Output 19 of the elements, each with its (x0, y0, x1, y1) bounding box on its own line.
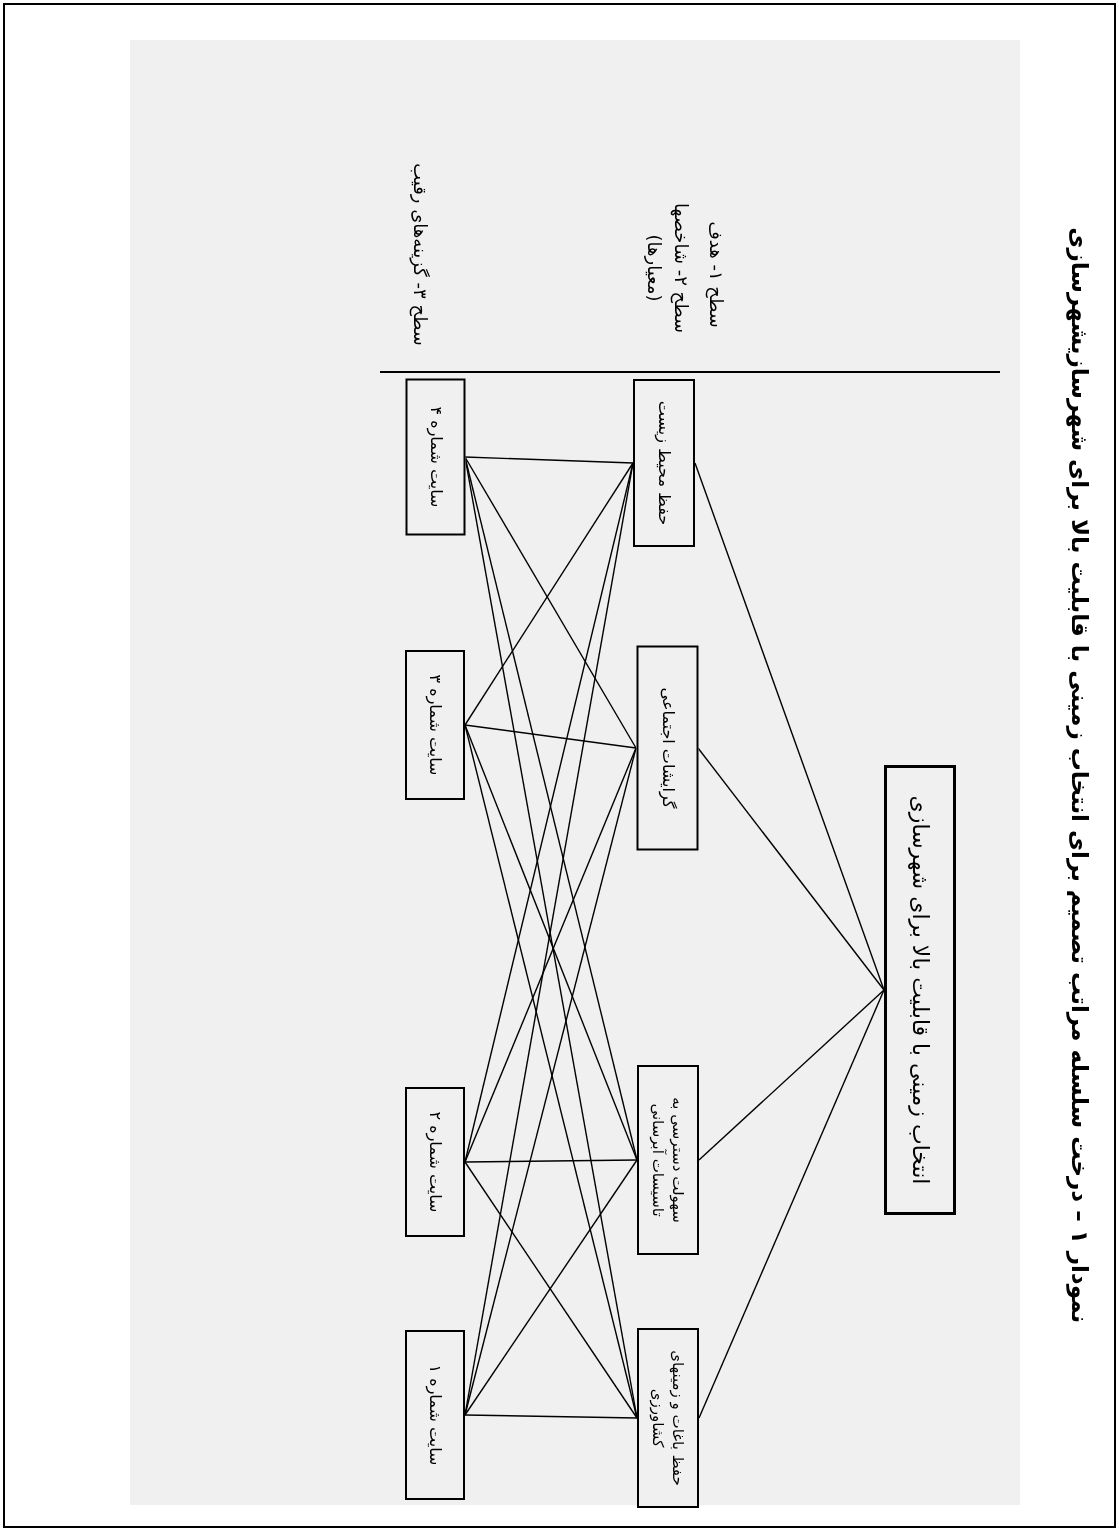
level-label: سطح ۱- هدف (704, 220, 728, 330)
level-label: سطح ۲- شاخصها (معیارها) (643, 201, 693, 336)
level-label: سطح ۳- گزینه‌های رقیب (408, 162, 432, 348)
connector-line (697, 747, 885, 991)
goal-box: انتخاب زمینی با قابلیت بالا برای شهرسازی (884, 765, 956, 1215)
alternative-box: سایت شماره ۱ (405, 1330, 465, 1500)
connector-line (464, 1159, 638, 1163)
connector-line (464, 456, 634, 464)
alternative-box: سایت شماره ۴ (405, 378, 465, 536)
criterion-box: حفظ محیط زیست (633, 379, 695, 547)
connector-line (698, 989, 885, 1161)
criterion-box: گرایشات اجتماعی (636, 645, 698, 851)
alternative-box: سایت شماره ۳ (405, 650, 465, 800)
criterion-box: حفظ باغات و زمینهای کشاورزی (637, 1328, 699, 1508)
connector-line (464, 1414, 638, 1419)
criterion-box: سهولت دسترسی به تاسیسات آبرسانی (637, 1065, 699, 1255)
caption: نمودار ۱ – درخت سلسله مراتب تصمیم برای انتخاب زمینی با قابلیت بالا برای شهرسازیشهرسازی (1065, 226, 1095, 1326)
alternative-box: سایت شماره ۲ (405, 1087, 465, 1237)
connector-line (464, 724, 637, 749)
